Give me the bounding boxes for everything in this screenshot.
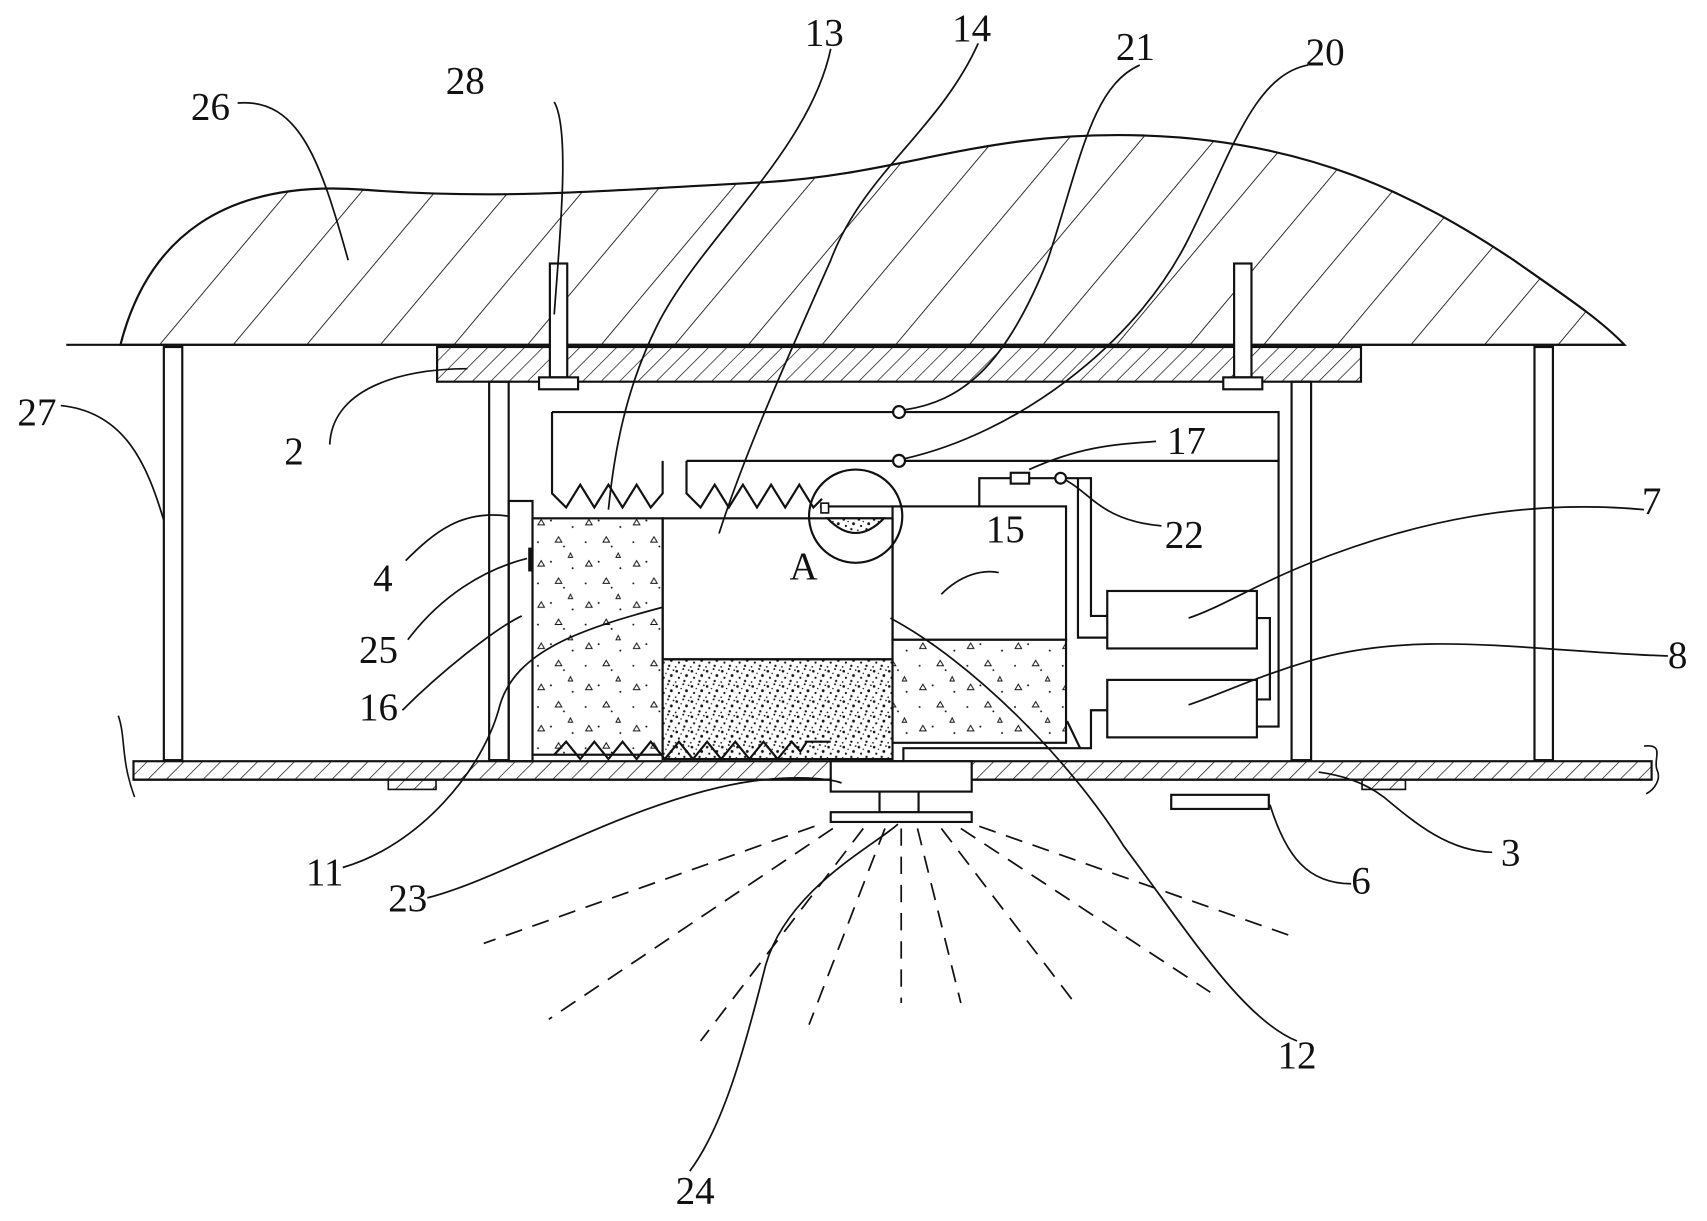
label-23: 23 xyxy=(388,877,427,920)
label-25: 25 xyxy=(359,629,398,672)
label-6: 6 xyxy=(1351,860,1371,903)
label-3: 3 xyxy=(1501,831,1521,874)
floor-break-left xyxy=(117,715,136,798)
dense-compartment xyxy=(661,658,894,761)
label-20: 20 xyxy=(1306,31,1345,74)
label-15: 15 xyxy=(986,508,1025,551)
wire-8-out xyxy=(902,709,1108,762)
sprinkler-opening-23 xyxy=(829,760,973,793)
wire-7-8 xyxy=(1256,617,1271,701)
label-a: A xyxy=(790,545,818,588)
wire-22 xyxy=(1066,477,1108,618)
chamber-15-fill xyxy=(891,638,1068,744)
heater-bottom xyxy=(553,739,831,761)
detail-circle-a xyxy=(807,468,904,564)
resistor-17 xyxy=(1009,471,1031,485)
side-rail-4 xyxy=(507,499,534,763)
label-13: 13 xyxy=(805,12,844,55)
label-22: 22 xyxy=(1165,514,1204,557)
label-14: 14 xyxy=(952,7,991,50)
sensor-22 xyxy=(1054,471,1068,485)
switch-21 xyxy=(891,405,907,420)
wire-22b xyxy=(1076,478,1108,639)
label-8: 8 xyxy=(1668,634,1688,677)
spray-pattern xyxy=(483,825,1298,1042)
leader-lines xyxy=(60,43,1668,1172)
bracket-6 xyxy=(1170,793,1270,811)
label-17: 17 xyxy=(1167,419,1206,462)
bolt-right-28 xyxy=(1222,262,1264,391)
label-4: 4 xyxy=(373,557,393,600)
wire-17 xyxy=(978,477,1011,507)
column-left-27 xyxy=(162,345,184,762)
sprinkler-stem xyxy=(878,790,920,814)
switch-20 xyxy=(891,453,907,468)
label-21: 21 xyxy=(1116,26,1155,69)
heater-14 xyxy=(685,460,823,510)
label-11: 11 xyxy=(306,851,344,894)
float-cup xyxy=(824,517,887,534)
label-28: 28 xyxy=(446,59,485,102)
mounting-plate-2 xyxy=(436,345,1363,383)
module-7 xyxy=(1106,589,1258,650)
sprinkler-head-24 xyxy=(829,811,973,824)
chamber-14 xyxy=(661,517,894,661)
roof-26 xyxy=(119,134,1628,346)
heater-13 xyxy=(550,412,664,510)
label-24: 24 xyxy=(676,1170,715,1213)
slab-flange-left xyxy=(387,778,437,791)
column-right xyxy=(1533,345,1555,762)
housing-wall-right xyxy=(1290,380,1313,762)
canister-left xyxy=(531,517,664,756)
label-26: 26 xyxy=(191,85,230,128)
wire-link xyxy=(1066,720,1082,749)
label-7: 7 xyxy=(1642,480,1662,523)
module-8 xyxy=(1106,678,1258,739)
floor-break-right xyxy=(1643,745,1660,795)
label-12: 12 xyxy=(1277,1034,1316,1077)
float-tab xyxy=(820,502,830,514)
label-2: 2 xyxy=(284,430,304,473)
label-27: 27 xyxy=(17,391,56,434)
wire-21 xyxy=(552,410,1280,728)
label-16: 16 xyxy=(359,686,398,729)
